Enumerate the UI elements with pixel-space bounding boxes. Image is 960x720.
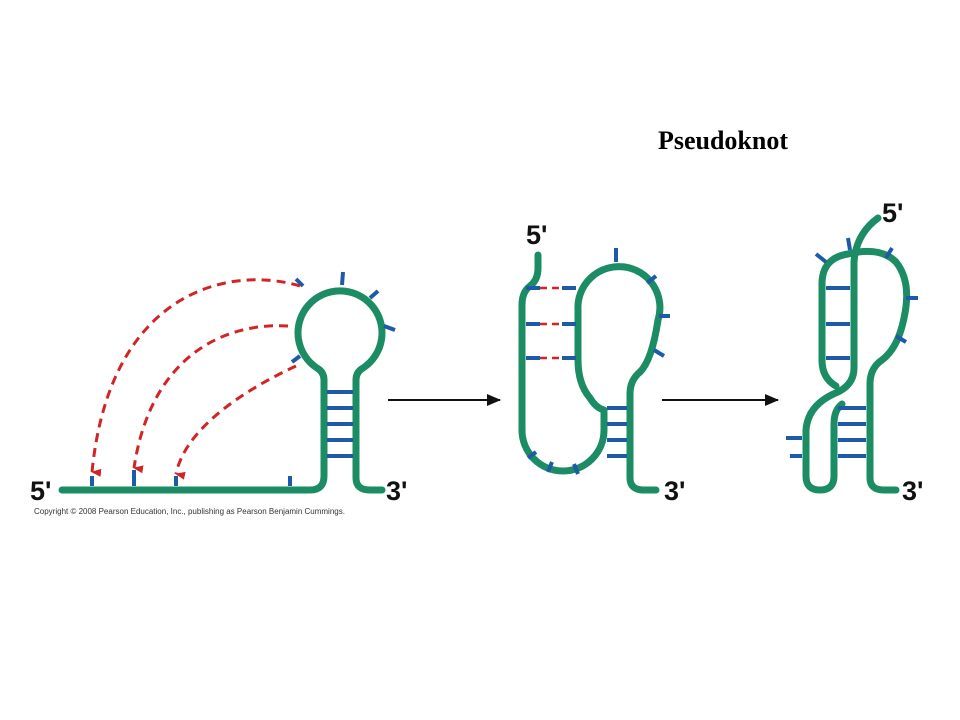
loop-base <box>572 463 580 475</box>
pseudoknot-strand-back <box>818 247 911 494</box>
panel-pairing <box>518 248 670 494</box>
copyright-text: Copyright © 2008 Pearson Education, Inc.… <box>34 507 345 516</box>
loop-base <box>290 354 302 364</box>
pseudoknot-strand-front <box>802 214 882 494</box>
pairing-arrow <box>174 364 297 480</box>
loop-base <box>652 348 666 358</box>
hairpin-strand <box>58 287 386 494</box>
loop-base <box>814 252 828 264</box>
loop-base <box>526 450 538 460</box>
loop-base <box>546 461 554 473</box>
loop-base <box>884 246 894 260</box>
loop-base <box>846 237 852 251</box>
five-prime-label: 5' <box>30 476 51 506</box>
diagram-title: Pseudoknot <box>657 126 788 155</box>
loop-base <box>645 274 658 285</box>
panel-pseudoknot <box>786 214 918 494</box>
panel-hairpin <box>58 271 396 494</box>
loop-base <box>368 289 380 300</box>
three-prime-label: 3' <box>664 476 685 506</box>
loop-base <box>894 334 908 344</box>
three-prime-label: 3' <box>902 476 923 506</box>
five-prime-label: 5' <box>882 198 903 228</box>
three-prime-label: 3' <box>386 476 407 506</box>
loop-base <box>294 277 305 288</box>
pairing-arrow <box>90 278 301 477</box>
loop-base <box>340 271 345 286</box>
pairing-strand <box>518 251 664 494</box>
pairing-arrow <box>132 324 289 474</box>
loop-base <box>383 324 396 332</box>
five-prime-label: 5' <box>526 220 547 250</box>
